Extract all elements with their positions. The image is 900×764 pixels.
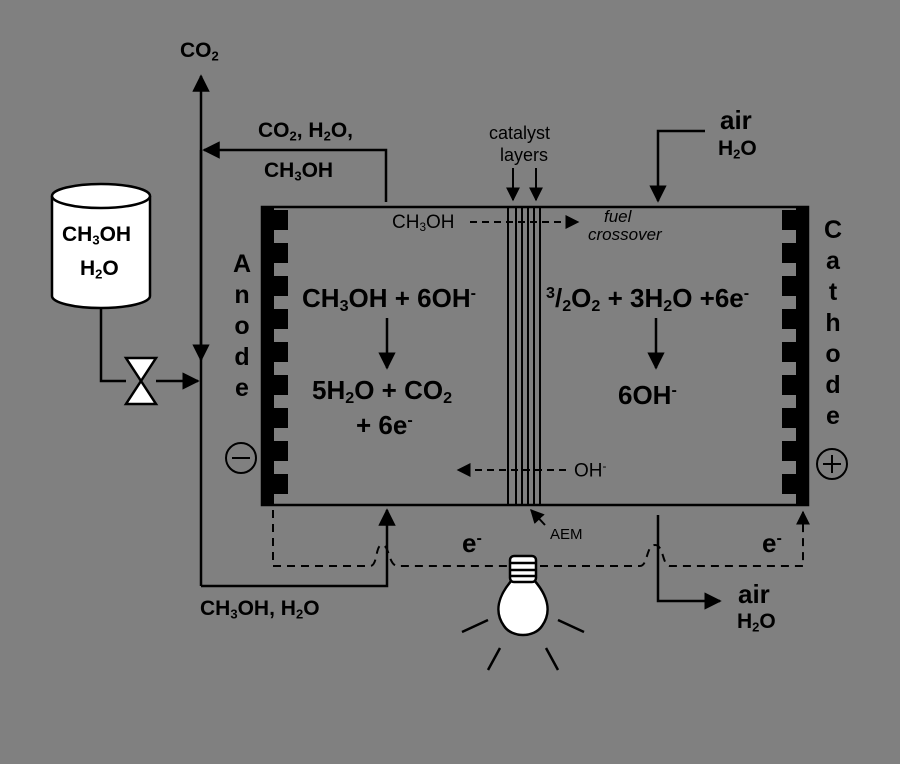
- plus-terminal-icon: [816, 448, 848, 480]
- cathode-label: C a t h o d e: [823, 216, 843, 430]
- anode-electrode: [262, 207, 288, 505]
- air-in-label: air: [720, 105, 752, 135]
- cathode-reactants: 3/2O2 + 3H2O +6e-: [546, 283, 750, 316]
- co2-vent-label: CO2: [180, 39, 219, 64]
- air-inlet-arrow: [649, 129, 705, 203]
- electron-right-label: e-: [762, 528, 782, 558]
- anode-products: 5H2O + CO2: [312, 375, 453, 408]
- membrane-assembly: [507, 207, 541, 505]
- electron-left-label: e-: [462, 528, 482, 558]
- light-bulb-icon: [461, 554, 585, 671]
- feed-label: CH3OH, H2O: [200, 597, 320, 622]
- catalyst-label: catalyst: [489, 123, 551, 143]
- hydroxide-label: OH-: [574, 460, 607, 482]
- tank-outlet-line: [99, 308, 126, 383]
- electron-circuit: [272, 510, 803, 567]
- exhaust-label-line2: CH3OH: [264, 159, 334, 184]
- water-out-label: H2O: [737, 610, 776, 635]
- tank-label-methanol: CH3OH: [62, 223, 132, 248]
- crossover-methanol-label: CH3OH: [392, 212, 455, 234]
- water-in-label: H2O: [718, 137, 757, 162]
- layers-label: layers: [500, 145, 549, 165]
- cathode-electrode: [782, 207, 808, 505]
- anode-electrons: + 6e-: [356, 410, 413, 440]
- air-out-label: air: [738, 579, 770, 609]
- crossover-label: crossover: [588, 225, 662, 244]
- air-outlet-arrow: [656, 515, 722, 610]
- minus-terminal-icon: [225, 442, 257, 474]
- anode-label: A n o d e: [232, 250, 252, 402]
- anode-exhaust-line: [202, 141, 388, 202]
- fuel-label: fuel: [604, 207, 632, 226]
- anode-reactants: CH3OH + 6OH-: [302, 283, 476, 316]
- valve-icon: [123, 356, 159, 406]
- tank-label-water: H2O: [80, 257, 119, 282]
- aem-label: AEM: [550, 526, 583, 543]
- exhaust-label-line1: CO2, H2O,: [258, 119, 354, 144]
- cathode-products: 6OH-: [618, 380, 677, 410]
- aem-pointer: [530, 508, 546, 526]
- anode-feed-line: [201, 508, 396, 588]
- methanol-tank: [50, 182, 152, 310]
